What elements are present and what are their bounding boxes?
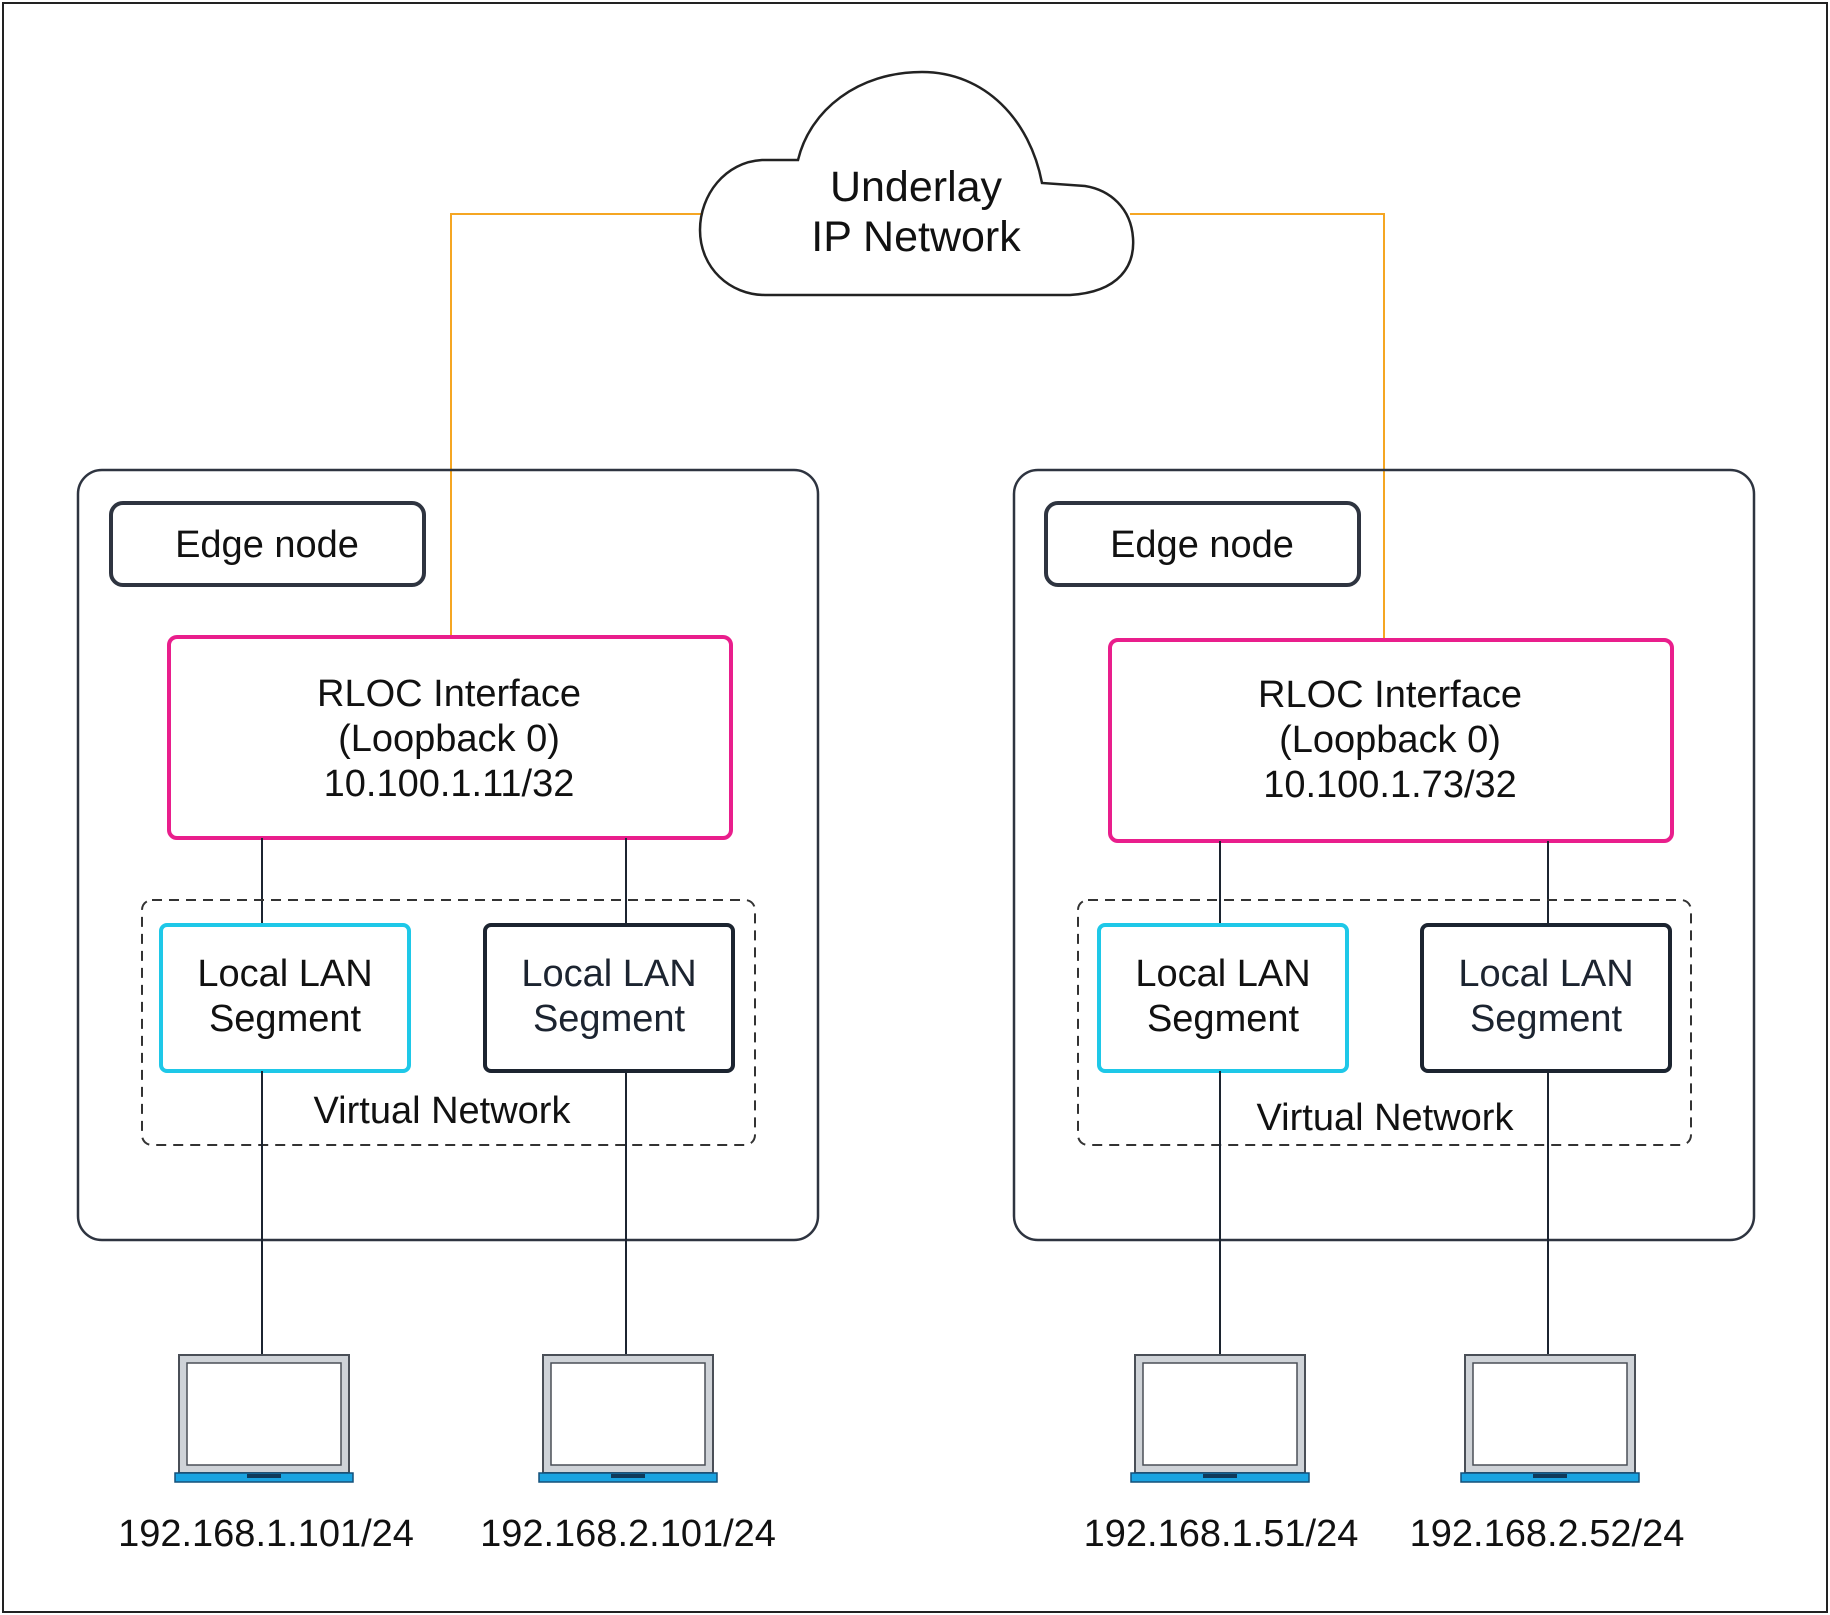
edge-node-label-left: Edge node: [175, 524, 359, 566]
cloud-label-line2: IP Network: [811, 213, 1021, 261]
laptop-icon: [1130, 1354, 1310, 1483]
segment-box-left-1: [159, 923, 411, 1073]
cloud-label: Underlay IP Network: [786, 162, 1046, 262]
segment-line1: Local LAN: [1135, 953, 1311, 995]
edge-node-box-right: [1044, 501, 1361, 587]
segment-box-left-2: [483, 923, 735, 1073]
segment-box-right-1: [1097, 923, 1349, 1073]
segment-line2: Segment: [1469, 998, 1623, 1040]
cloud-icon: [698, 70, 1135, 297]
laptop-icon: [538, 1354, 718, 1483]
rloc-loopback: (Loopback 0): [338, 718, 560, 760]
site-right-container: [1012, 468, 1756, 1242]
rloc-label-right: RLOC Interface (Loopback 0) 10.100.1.73/…: [1110, 673, 1670, 808]
segment-label-right-2: Local LAN Segment: [1422, 952, 1670, 1042]
host-ip-label: 192.168.2.52/24: [1409, 1513, 1685, 1555]
segment-line1: Local LAN: [521, 953, 697, 995]
underlay-link-left: [450, 213, 702, 636]
rloc-title: RLOC Interface: [1258, 674, 1522, 716]
segment-line2: Segment: [208, 998, 362, 1040]
rloc-title: RLOC Interface: [317, 673, 581, 715]
rloc-label-left: RLOC Interface (Loopback 0) 10.100.1.11/…: [169, 672, 729, 807]
rloc-address: 10.100.1.11/32: [323, 763, 575, 805]
virtual-network-label-left: Virtual Network: [313, 1090, 571, 1132]
segment-label-right-1: Local LAN Segment: [1099, 952, 1347, 1042]
segment-label-left-2: Local LAN Segment: [485, 952, 733, 1042]
host-ip-label: 192.168.1.101/24: [118, 1513, 414, 1555]
segment-line1: Local LAN: [1458, 953, 1634, 995]
underlay-link-right: [1130, 213, 1385, 638]
rloc-box-left: [167, 635, 733, 840]
virtual-network-left: [141, 899, 756, 1146]
segment-box-right-2: [1420, 923, 1672, 1073]
laptop-icon: [1460, 1354, 1640, 1483]
host-ip-label: 192.168.1.51/24: [1083, 1513, 1359, 1555]
segment-line1: Local LAN: [197, 953, 373, 995]
rloc-address: 10.100.1.73/32: [1263, 764, 1517, 806]
site-left-container: [76, 468, 820, 1242]
edge-node-label-right: Edge node: [1110, 524, 1294, 566]
virtual-network-label-right: Virtual Network: [1256, 1097, 1514, 1139]
segment-label-left-1: Local LAN Segment: [161, 952, 409, 1042]
host-ip-label: 192.168.2.101/24: [480, 1513, 776, 1555]
segment-line2: Segment: [1146, 998, 1300, 1040]
laptop-icon: [174, 1354, 354, 1483]
rloc-box-right: [1108, 638, 1674, 843]
edge-node-box-left: [109, 501, 426, 587]
segment-line2: Segment: [532, 998, 686, 1040]
virtual-network-right: [1077, 899, 1692, 1146]
cloud-label-line1: Underlay: [829, 163, 1003, 211]
rloc-loopback: (Loopback 0): [1279, 719, 1501, 761]
